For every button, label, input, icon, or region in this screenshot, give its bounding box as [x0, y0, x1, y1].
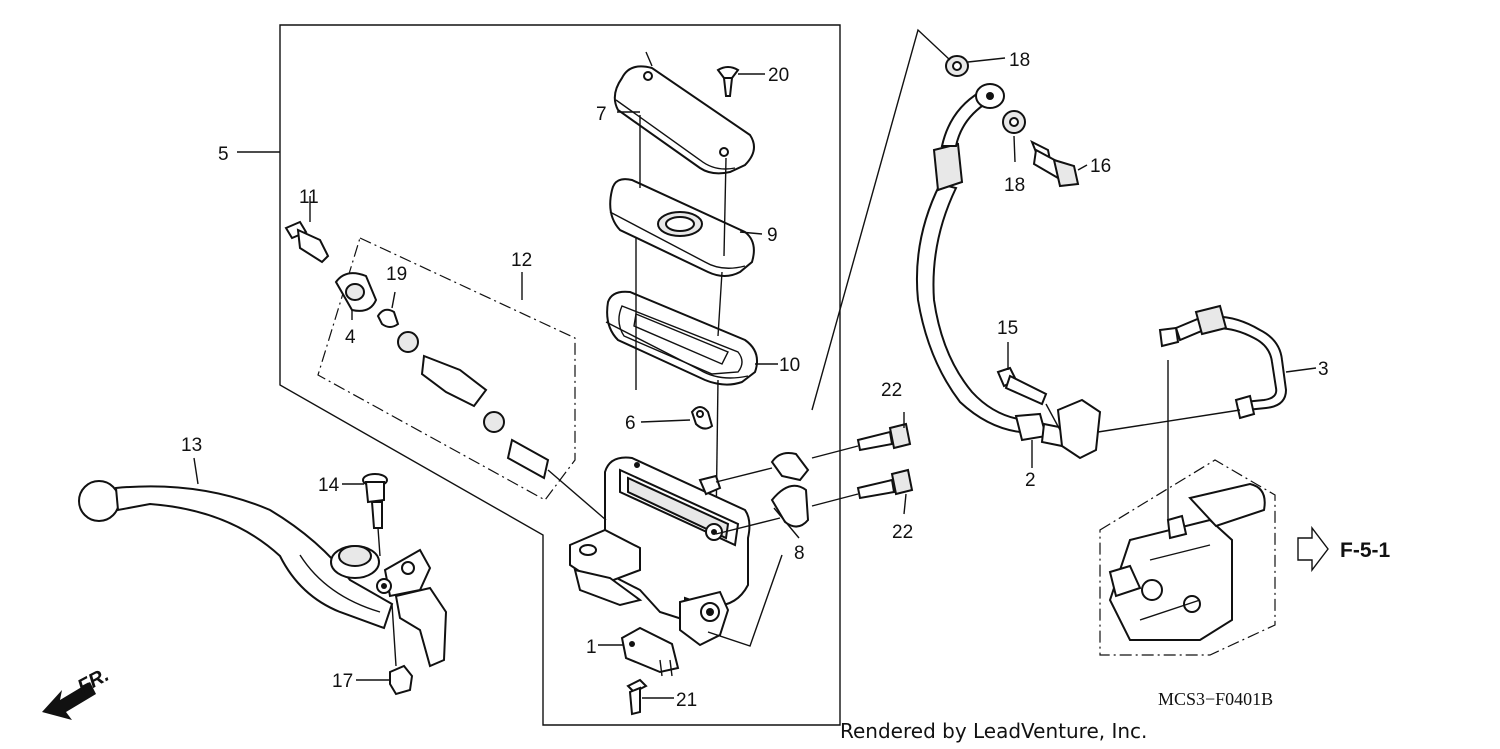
brake-light-switch — [620, 626, 680, 677]
assembly-5-outline — [279, 24, 841, 726]
reservoir-plate — [609, 178, 755, 277]
callout-1: 1 — [586, 637, 597, 658]
reference-label[interactable]: F-5-1 — [1340, 539, 1390, 562]
brake-lever — [78, 480, 448, 668]
callout-2: 2 — [1025, 470, 1036, 491]
diaphragm — [605, 290, 758, 386]
lever-pivot-bolt — [362, 473, 388, 529]
brake-hose — [915, 90, 1066, 448]
cover-screw — [716, 66, 740, 97]
callout-14: 14 — [318, 475, 340, 496]
abs-modulator-outline — [1099, 459, 1276, 656]
reference-arrow-icon — [1297, 525, 1329, 573]
drawing-code: MCS3−F0401B — [1158, 689, 1273, 709]
reservoir-cover — [613, 65, 755, 175]
callout-20: 20 — [768, 65, 789, 86]
sealing-washer-upper — [945, 55, 969, 77]
callout-16: 16 — [1090, 156, 1111, 177]
callout-10: 10 — [779, 355, 800, 376]
abs-modulator — [1108, 482, 1266, 641]
callout-13: 13 — [181, 435, 202, 456]
callout-5: 5 — [218, 144, 229, 165]
master-cylinder-body — [569, 456, 751, 647]
callout-22-upper: 22 — [881, 380, 902, 401]
render-credit: Rendered by LeadVenture, Inc. — [840, 719, 1147, 743]
brake-pipe — [1158, 304, 1288, 420]
reference-link[interactable]: F-5-1 — [1297, 525, 1390, 573]
master-cylinder-holder — [770, 452, 810, 528]
joint-bolt — [996, 366, 1048, 406]
callout-22-lower: 22 — [892, 522, 913, 543]
circlip — [376, 308, 400, 328]
callout-8: 8 — [794, 543, 805, 564]
callout-18-upper: 18 — [1009, 50, 1030, 71]
callout-3: 3 — [1318, 359, 1329, 380]
callout-labels: 1 2 3 4 5 6 7 8 9 10 11 12 13 14 15 16 1… — [181, 50, 1329, 711]
oil-bolt — [1030, 139, 1080, 188]
callout-18-lower: 18 — [1004, 175, 1025, 196]
hose-fitting-upper — [975, 83, 1005, 109]
callout-12: 12 — [511, 250, 532, 271]
piston-set — [397, 331, 550, 480]
boot — [334, 272, 378, 312]
callout-9: 9 — [767, 225, 778, 246]
switch-screw — [626, 678, 648, 716]
callout-7: 7 — [596, 104, 607, 125]
leader-lines — [193, 28, 1317, 699]
bleeder-bolt — [284, 220, 330, 264]
front-direction-arrow: FR. — [42, 664, 113, 720]
callout-15: 15 — [997, 318, 1018, 339]
callout-21: 21 — [676, 690, 697, 711]
callout-6: 6 — [625, 413, 636, 434]
holder-bolt-upper — [856, 422, 912, 452]
clip — [690, 406, 714, 430]
callout-19: 19 — [386, 264, 407, 285]
sealing-washer-lower — [1002, 110, 1026, 134]
pivot-guide-line — [377, 527, 397, 667]
callout-4: 4 — [345, 327, 356, 348]
three-way-joint — [1056, 398, 1102, 460]
callout-17: 17 — [332, 671, 353, 692]
holder-bolt-lower — [856, 468, 914, 500]
lever-pivot-nut — [389, 664, 414, 696]
callout-11: 11 — [299, 187, 319, 208]
